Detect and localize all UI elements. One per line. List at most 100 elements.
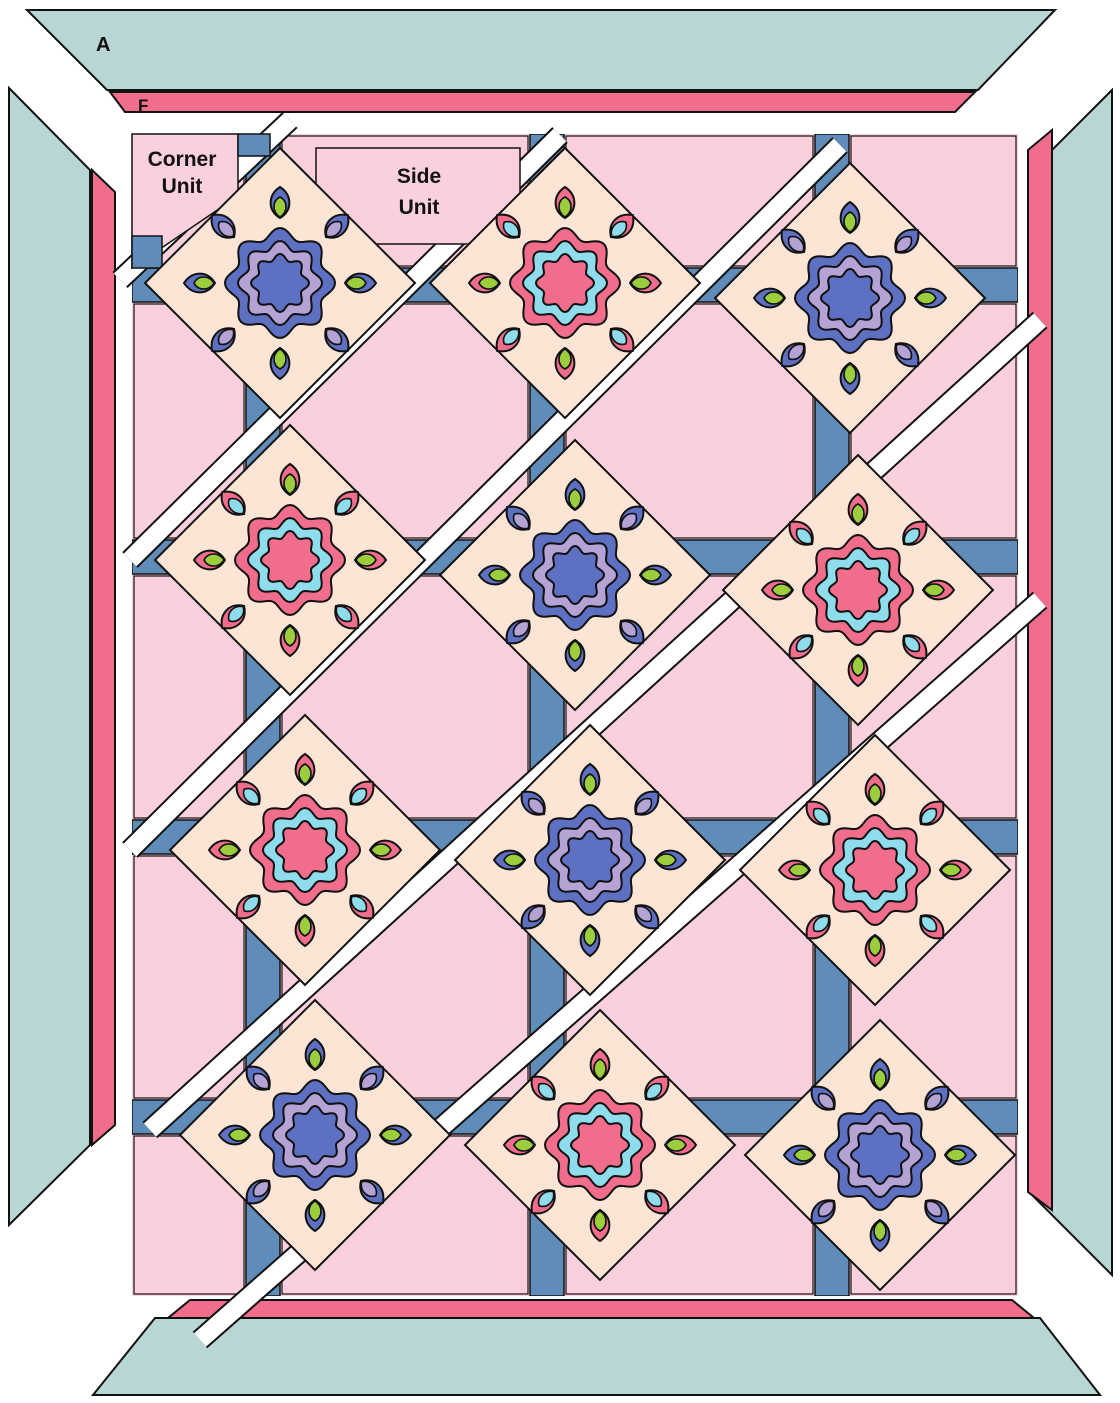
leaf-cardinal-1 <box>866 774 885 805</box>
leaf-cardinal-3 <box>271 348 290 379</box>
leaf-cardinal-2-inner <box>631 277 651 289</box>
leaf-cardinal-3 <box>866 935 885 966</box>
flower-center <box>561 831 619 889</box>
leaf-cardinal-2-inner <box>916 292 936 304</box>
leaf-cardinal-3 <box>581 925 600 956</box>
leaf-cardinal-4-inner <box>504 854 524 866</box>
leaf-cardinal-3 <box>591 1210 610 1241</box>
leaf-cardinal-4-inner <box>489 569 509 581</box>
leaf-cardinal-1-inner <box>569 489 581 509</box>
side-unit-label-line1: Side <box>397 165 441 188</box>
leaf-cardinal-2-inner <box>941 864 961 876</box>
border-a-left <box>9 88 90 1225</box>
leaf-cardinal-4-inner <box>794 1149 814 1161</box>
leaf-cardinal-3-inner <box>844 364 856 384</box>
leaf-cardinal-1-inner <box>874 1069 886 1089</box>
leaf-cardinal-4 <box>504 1136 535 1155</box>
leaf-cardinal-1-inner <box>594 1059 606 1079</box>
leaf-cardinal-4-inner <box>194 277 214 289</box>
leaf-cardinal-4 <box>219 1126 250 1145</box>
flower-center <box>536 254 594 312</box>
leaf-cardinal-4-inner <box>772 584 792 596</box>
leaf-cardinal-1 <box>306 1039 325 1070</box>
leaf-cardinal-3-inner <box>284 626 296 646</box>
leaf-cardinal-2 <box>655 851 686 870</box>
leaf-cardinal-1-inner <box>274 197 286 217</box>
leaf-cardinal-2 <box>380 1126 411 1145</box>
leaf-cardinal-1-inner <box>299 764 311 784</box>
flower-center <box>546 546 604 604</box>
leaf-cardinal-1 <box>849 494 868 525</box>
leaf-cardinal-2-inner <box>356 554 376 566</box>
leaf-cardinal-4 <box>754 289 785 308</box>
leaf-cardinal-4-inner <box>514 1139 534 1151</box>
leaf-cardinal-4 <box>469 274 500 293</box>
flower-center <box>251 254 309 312</box>
leaf-cardinal-4-inner <box>764 292 784 304</box>
leaf-cardinal-1-inner <box>852 504 864 524</box>
leaf-cardinal-4 <box>209 841 240 860</box>
leaf-cardinal-1-inner <box>309 1049 321 1069</box>
corner-sashing-left <box>132 236 162 268</box>
leaf-cardinal-3 <box>556 348 575 379</box>
leaf-cardinal-4-inner <box>229 1129 249 1141</box>
leaf-cardinal-4 <box>494 851 525 870</box>
leaf-cardinal-4-inner <box>479 277 499 289</box>
leaf-cardinal-1 <box>841 202 860 233</box>
leaf-cardinal-1 <box>871 1059 890 1090</box>
leaf-cardinal-3-inner <box>309 1201 321 1221</box>
leaf-cardinal-3-inner <box>569 641 581 661</box>
leaf-cardinal-3-inner <box>584 926 596 946</box>
leaf-cardinal-1 <box>581 764 600 795</box>
flower-center <box>286 1106 344 1164</box>
leaf-cardinal-2-inner <box>946 1149 966 1161</box>
leaf-cardinal-3-inner <box>594 1211 606 1231</box>
leaf-cardinal-4 <box>184 274 215 293</box>
leaf-cardinal-2 <box>630 274 661 293</box>
border-f-top <box>110 92 975 112</box>
border-a-bottom <box>93 1318 1100 1395</box>
leaf-cardinal-2 <box>665 1136 696 1155</box>
leaf-cardinal-3 <box>871 1220 890 1251</box>
flower-center <box>846 841 904 899</box>
leaf-cardinal-2 <box>940 861 971 880</box>
leaf-cardinal-2-inner <box>346 277 366 289</box>
leaf-cardinal-2-inner <box>656 854 676 866</box>
border-a-label: A <box>96 34 110 56</box>
border-f-right <box>1028 130 1052 1210</box>
leaf-cardinal-2-inner <box>381 1129 401 1141</box>
border-f-label: F <box>138 96 148 115</box>
leaf-cardinal-4 <box>762 581 793 600</box>
leaf-cardinal-3-inner <box>559 349 571 369</box>
leaf-cardinal-1-inner <box>844 212 856 232</box>
leaf-cardinal-1-inner <box>559 197 571 217</box>
corner-sashing-top <box>238 134 270 156</box>
leaf-cardinal-1 <box>281 464 300 495</box>
leaf-cardinal-1 <box>591 1049 610 1080</box>
leaf-cardinal-1-inner <box>284 474 296 494</box>
border-f-bottom <box>168 1300 1034 1318</box>
leaf-cardinal-2-inner <box>666 1139 686 1151</box>
leaf-cardinal-3 <box>296 915 315 946</box>
leaf-cardinal-4-inner <box>219 844 239 856</box>
leaf-cardinal-3 <box>841 363 860 394</box>
flower-center <box>821 269 879 327</box>
flower-center <box>261 531 319 589</box>
leaf-cardinal-4 <box>784 1146 815 1165</box>
leaf-cardinal-3-inner <box>852 656 864 676</box>
leaf-cardinal-2 <box>945 1146 976 1165</box>
border-a-top <box>27 10 1055 90</box>
leaf-cardinal-1-inner <box>869 784 881 804</box>
leaf-cardinal-2 <box>345 274 376 293</box>
leaf-cardinal-2 <box>923 581 954 600</box>
leaf-cardinal-4-inner <box>789 864 809 876</box>
side-unit-label-line2: Unit <box>399 196 440 219</box>
leaf-cardinal-2 <box>355 551 386 570</box>
leaf-cardinal-4 <box>779 861 810 880</box>
leaf-cardinal-3 <box>849 655 868 686</box>
leaf-cardinal-1-inner <box>584 774 596 794</box>
leaf-cardinal-4 <box>194 551 225 570</box>
leaf-cardinal-3 <box>281 625 300 656</box>
